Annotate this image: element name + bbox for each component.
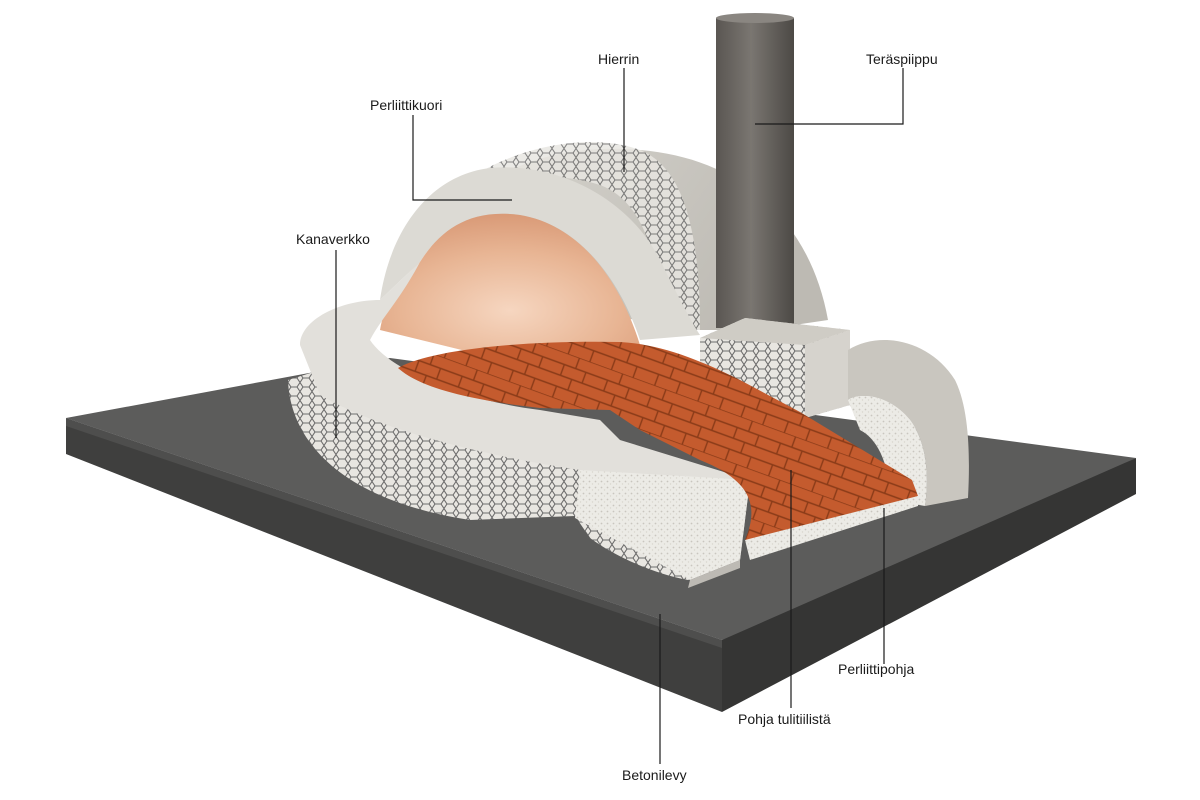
entrance-arch-face [848,340,969,506]
label-perliittikuori: Perliittikuori [370,97,442,113]
label-hierrin: Hierrin [598,51,639,67]
slab-front-side [66,418,722,712]
firebrick-floor [398,341,918,560]
dome-interior [380,213,640,352]
label-teraspiippu: Teräspiippu [866,51,938,67]
slab-right-side [722,458,1136,712]
leader-lines [335,68,904,764]
labels: Perliittikuori Hierrin Teräspiippu Kanav… [296,51,938,783]
label-kanaverkko: Kanaverkko [296,231,370,247]
brick-floor-surface [398,341,918,548]
label-perliittipohja: Perliittipohja [838,661,914,677]
steel-chimney [716,13,794,328]
dome-mesh-band [470,142,700,330]
leader-teraspiippu [755,68,904,125]
perlite-base-ring [288,262,750,588]
leader-perliittikuori [412,115,512,201]
label-pohja-tulitiilista: Pohja tulitiilistä [738,711,831,727]
dome-cut-face [380,167,700,340]
label-betonilevy: Betonilevy [622,767,687,783]
